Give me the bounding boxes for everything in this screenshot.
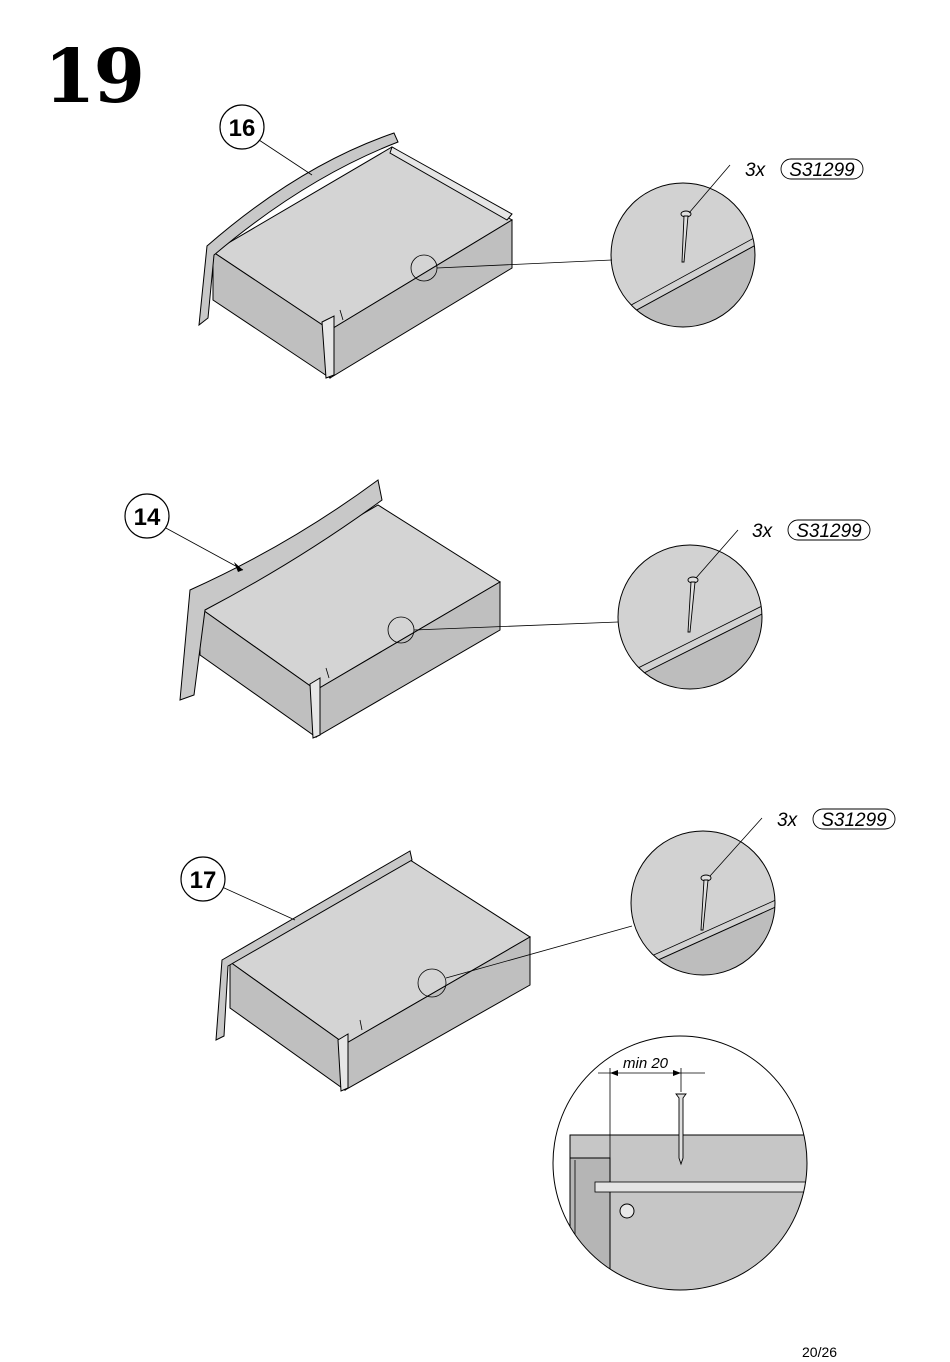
fastener-label-3: 3x S31299 [777, 809, 895, 831]
part-callout-1: 16 [220, 105, 312, 175]
fastener-label-2: 3x S31299 [752, 520, 870, 542]
part-label-1: 16 [229, 115, 256, 142]
edge-distance-detail: min 20 [553, 1036, 810, 1305]
quantity-3: 3x [777, 810, 799, 831]
fastener-label-1: 3x S31299 [745, 159, 863, 181]
page-number: 20/26 [802, 1344, 837, 1360]
part-callout-2: 14 [125, 494, 243, 572]
dimension-label: min 20 [623, 1055, 669, 1072]
part-label-3: 17 [190, 867, 217, 894]
part-callout-3: 17 [181, 857, 295, 920]
quantity-2: 3x [752, 521, 774, 542]
fastener-code-2: S31299 [796, 521, 862, 542]
part-label-2: 14 [134, 504, 161, 531]
drawer-assembly-3 [216, 851, 530, 1091]
drawer-assembly-1 [199, 133, 512, 378]
fastener-code-3: S31299 [821, 810, 887, 831]
drawer-assembly-2 [180, 480, 500, 738]
quantity-1: 3x [745, 160, 767, 181]
fastener-code-1: S31299 [789, 160, 855, 181]
